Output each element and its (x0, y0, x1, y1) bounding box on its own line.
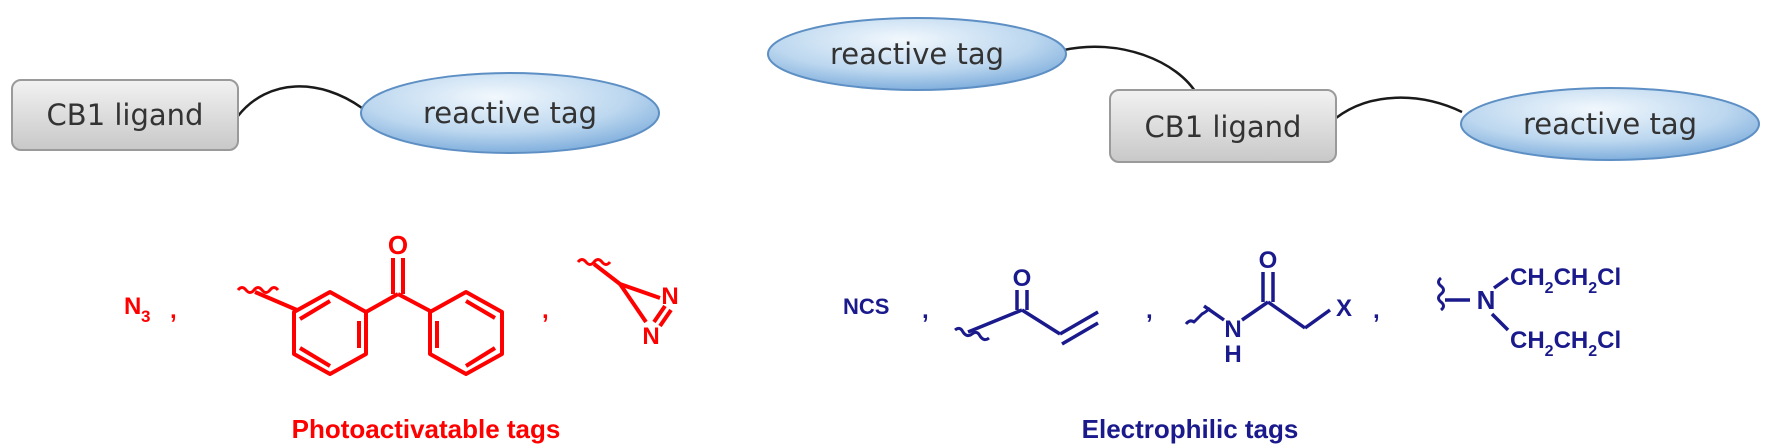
left-construct: CB1 ligand reactive tag (11, 72, 660, 154)
electro-chain-top: CH2CH2Cl (1510, 264, 1621, 297)
photo-benzene-left (292, 290, 368, 376)
left-tag-label: reactive tag (423, 96, 597, 130)
photo-ring-bond (619, 282, 661, 300)
electro-nh-N: N (1224, 316, 1241, 343)
photo-caption: Photoactivatable tags (292, 414, 561, 444)
photo-bond (592, 262, 622, 286)
photo-double-bond (464, 299, 497, 320)
left-linker (237, 85, 363, 117)
electro-bond (1021, 308, 1061, 336)
right-right-tag-label: reactive tag (1523, 107, 1697, 141)
electro-sep-1: , (922, 297, 929, 324)
electro-bond (1492, 276, 1510, 290)
electro-caption: Electrophilic tags (1082, 414, 1299, 444)
photo-sep-1: , (170, 297, 177, 324)
left-tag-ellipse (360, 72, 660, 154)
photo-ring-bond (618, 282, 648, 324)
electro-bond (1241, 300, 1269, 322)
electro-sep-2: , (1146, 297, 1153, 324)
photo-ring-double (652, 304, 667, 324)
right-construct: reactive tag CB1 ligand reactive tag (767, 17, 1760, 163)
photo-tags: N 3 , O , N N (124, 230, 679, 376)
left-ligand-box (11, 79, 239, 151)
photo-wavy-bond-1 (236, 286, 280, 294)
right-linker-top (1063, 45, 1200, 97)
electro-ncs: NCS (843, 294, 889, 319)
electro-mustard-N: N (1477, 285, 1496, 315)
electro-sep-3: , (1373, 297, 1380, 324)
electro-bond (1202, 304, 1226, 322)
right-ligand-box (1109, 89, 1337, 163)
photo-bond (397, 292, 433, 314)
photo-wavy-bond-2 (576, 258, 612, 266)
photo-oxygen-label: O (388, 230, 408, 260)
electro-bond (1266, 300, 1307, 330)
electro-oxygen-2: O (1259, 247, 1278, 274)
left-ligand-label: CB1 ligand (47, 98, 204, 132)
electro-bond (967, 308, 1023, 334)
photo-sep-2: , (542, 297, 549, 324)
photo-double-bond (464, 346, 497, 368)
photo-azide-sub3: 3 (141, 307, 150, 326)
right-right-tag-ellipse (1460, 87, 1760, 161)
photo-ring-double (658, 308, 673, 328)
photo-diazirine-N1: N (661, 283, 678, 310)
electro-vinyl-bond (1061, 321, 1099, 346)
photo-diazirine-N2: N (642, 323, 659, 350)
right-top-tag-ellipse (767, 17, 1067, 91)
electro-chain-bottom: CH2CH2Cl (1510, 327, 1621, 360)
electro-bond (1303, 308, 1332, 330)
electro-wavy-bond-1 (954, 326, 990, 342)
electro-x-label: X (1336, 295, 1352, 322)
photo-double-bond (298, 346, 332, 368)
electro-bond (1490, 312, 1510, 332)
electro-tags: NCS , O , O N H X , N CH2CH2Cl (843, 247, 1621, 368)
photo-bond (254, 290, 298, 312)
photo-double-bond (298, 299, 332, 321)
photo-benzene-right (428, 290, 504, 376)
electro-oxygen-1: O (1013, 265, 1032, 292)
electro-nh-H: H (1224, 341, 1241, 368)
right-top-tag-label: reactive tag (830, 37, 1004, 71)
electro-wavy-bond-3 (1437, 276, 1445, 312)
electro-vinyl-bond (1059, 310, 1099, 336)
right-ligand-label: CB1 ligand (1145, 110, 1302, 144)
right-linker-right (1335, 96, 1463, 119)
electro-wavy-bond-2 (1184, 306, 1212, 325)
photo-bond (365, 292, 399, 314)
photo-azide-N: N (124, 293, 141, 320)
